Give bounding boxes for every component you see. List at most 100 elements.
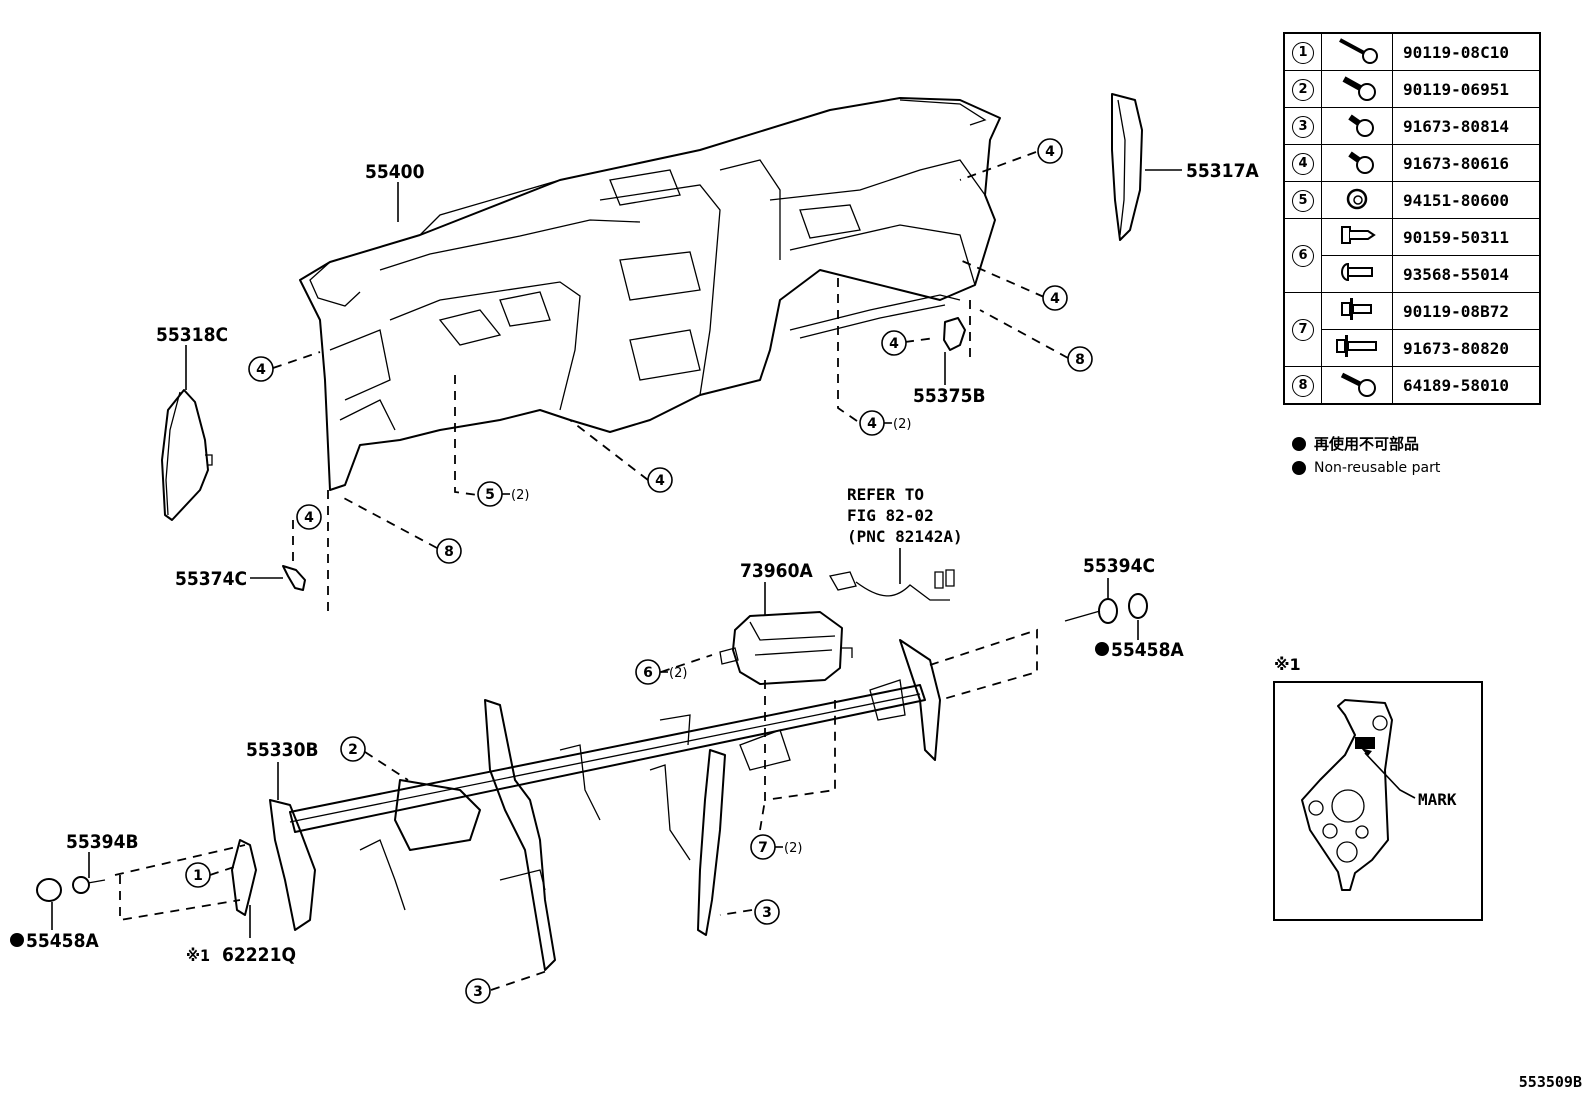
legend-text-jp: 再使用不可部品 bbox=[1314, 435, 1420, 453]
svg-text:4: 4 bbox=[867, 416, 877, 432]
table-row: 91673-80820 bbox=[1284, 329, 1541, 367]
part-number: 90119-06951 bbox=[1392, 70, 1541, 108]
callout-fastener-3: 3 bbox=[465, 978, 491, 1004]
row-number: 6 bbox=[1292, 245, 1314, 267]
table-row: 6 90159-50311 bbox=[1283, 218, 1541, 293]
non-reusable-dot bbox=[10, 933, 24, 947]
callout-fastener-3: 3 bbox=[754, 899, 780, 925]
bracket-62221q-drawing bbox=[231, 839, 257, 916]
diagram-code: 553509B bbox=[1518, 1073, 1582, 1091]
row-number: 4 bbox=[1292, 152, 1314, 175]
hole-cover-rh-drawing bbox=[1064, 593, 1148, 624]
row-number: 3 bbox=[1292, 115, 1314, 138]
flange-bolt-icon bbox=[1342, 76, 1376, 101]
table-row: 93568-55014 bbox=[1284, 255, 1541, 293]
svg-text:4: 4 bbox=[256, 362, 266, 378]
dashed-guide-lines bbox=[114, 151, 1069, 991]
label-bracket-detail-ref: ※1 bbox=[186, 946, 210, 965]
washer-bolt-icon bbox=[1341, 298, 1372, 320]
callout-fastener-2: 2 bbox=[340, 736, 366, 762]
label-cap-lh: 55458A bbox=[26, 930, 99, 952]
non-reusable-dot-icon bbox=[1292, 461, 1306, 475]
svg-text:5: 5 bbox=[485, 487, 495, 503]
legend-non-reusable-jp: 再使用不可部品 bbox=[1292, 433, 1419, 454]
legend-text-en: Non-reusable part bbox=[1314, 460, 1441, 476]
part-number: 91673-80616 bbox=[1392, 144, 1541, 182]
label-reinforcement: 55330B bbox=[246, 739, 319, 761]
label-hole-cover-rh: 55394C bbox=[1083, 555, 1155, 577]
label-cap-rh: 55458A bbox=[1111, 639, 1184, 661]
refer-note-line-2: FIG 82-02 bbox=[847, 506, 934, 525]
label-bracket-detail: 62221Q bbox=[222, 944, 296, 966]
refer-note-line-3: (PNC 82142A) bbox=[847, 527, 963, 546]
non-reusable-dot-icon bbox=[1292, 436, 1306, 451]
callout-fastener-4: 4 bbox=[296, 504, 322, 530]
row-number: 8 bbox=[1292, 374, 1314, 397]
callout-fastener-6-qty: 6(2) bbox=[635, 659, 687, 685]
callout-fastener-4: 4 bbox=[1042, 285, 1068, 311]
label-side-cover-rh: 55317A bbox=[1186, 160, 1259, 182]
fastener-table: 1 90119-08C10 2 90119-06951 3 91673-8081… bbox=[1283, 32, 1541, 405]
svg-text:1: 1 bbox=[193, 868, 203, 884]
callout-fastener-4: 4 bbox=[647, 467, 673, 493]
callout-fastener-4: 4 bbox=[881, 330, 907, 356]
label-side-cover-lh: 55318C bbox=[156, 324, 228, 346]
hole-cover-lh-drawing bbox=[36, 876, 106, 902]
tapping-screw-icon bbox=[1340, 372, 1376, 397]
svg-text:(2): (2) bbox=[669, 666, 687, 681]
washer-bolt-icon bbox=[1336, 335, 1377, 357]
bracket-lh-drawing bbox=[282, 565, 306, 591]
non-reusable-dot bbox=[1095, 642, 1109, 656]
side-cover-lh-drawing bbox=[161, 389, 213, 521]
callout-fastener-5-qty: 5(2) bbox=[477, 481, 529, 507]
part-number: 90119-08B72 bbox=[1392, 292, 1541, 330]
short-flange-bolt-icon bbox=[1348, 151, 1374, 174]
svg-text:3: 3 bbox=[762, 905, 772, 921]
callout-fastener-4-qty: 4 (2) bbox=[859, 410, 911, 436]
callout-fastener-8: 8 bbox=[436, 538, 462, 564]
mark-label: MARK bbox=[1418, 790, 1457, 809]
part-number: 91673-80814 bbox=[1392, 107, 1541, 145]
airbag-drawing bbox=[719, 611, 853, 685]
svg-text:4: 4 bbox=[304, 510, 314, 526]
svg-text:4: 4 bbox=[1045, 144, 1055, 160]
wire-harness-drawing bbox=[828, 569, 955, 601]
screw-icon bbox=[1341, 226, 1376, 244]
label-bracket-rh: 55375B bbox=[913, 385, 986, 407]
part-number: 64189-58010 bbox=[1392, 366, 1541, 405]
row-number: 1 bbox=[1292, 41, 1314, 64]
part-number: 90159-50311 bbox=[1392, 218, 1541, 256]
detail-reference-mark: ※1 bbox=[1274, 655, 1301, 674]
svg-text:8: 8 bbox=[444, 544, 454, 560]
refer-note-line-1: REFER TO bbox=[847, 485, 924, 504]
table-row: 4 91673-80616 bbox=[1283, 144, 1541, 182]
table-row: 8 64189-58010 bbox=[1283, 366, 1541, 405]
part-number: 91673-80820 bbox=[1392, 329, 1541, 367]
callout-fastener-8: 8 bbox=[1067, 346, 1093, 372]
detail-bracket-drawing bbox=[1301, 699, 1416, 891]
svg-text:(2): (2) bbox=[893, 417, 911, 432]
svg-text:3: 3 bbox=[473, 984, 483, 1000]
label-instrument-panel: 55400 bbox=[365, 161, 425, 183]
bracket-rh-drawing bbox=[943, 317, 966, 351]
long-flange-bolt-icon bbox=[1339, 38, 1378, 64]
callouts: 4 4 4 4 4(2) 4 4 5(2) 8 8 6(2) 2 1 7(2) … bbox=[185, 138, 1093, 1004]
svg-text:(2): (2) bbox=[784, 841, 802, 856]
mark-hatch bbox=[1355, 737, 1375, 749]
flange-nut-icon bbox=[1346, 188, 1368, 210]
callout-fastener-4: 4 bbox=[248, 356, 274, 382]
callout-fastener-1: 1 bbox=[185, 862, 211, 888]
svg-text:4: 4 bbox=[889, 336, 899, 352]
svg-text:4: 4 bbox=[655, 473, 665, 489]
part-number: 90119-08C10 bbox=[1392, 32, 1541, 71]
screw-icon bbox=[1341, 262, 1373, 282]
table-row: 7 90119-08B72 bbox=[1283, 292, 1541, 367]
reinforcement-beam-drawing bbox=[269, 639, 941, 971]
row-number: 7 bbox=[1292, 319, 1314, 341]
row-number: 2 bbox=[1292, 78, 1314, 101]
detail-view-box bbox=[1273, 681, 1483, 921]
callout-fastener-4: 4 bbox=[1037, 138, 1063, 164]
short-flange-bolt-icon bbox=[1348, 114, 1374, 137]
svg-text:8: 8 bbox=[1075, 352, 1085, 368]
